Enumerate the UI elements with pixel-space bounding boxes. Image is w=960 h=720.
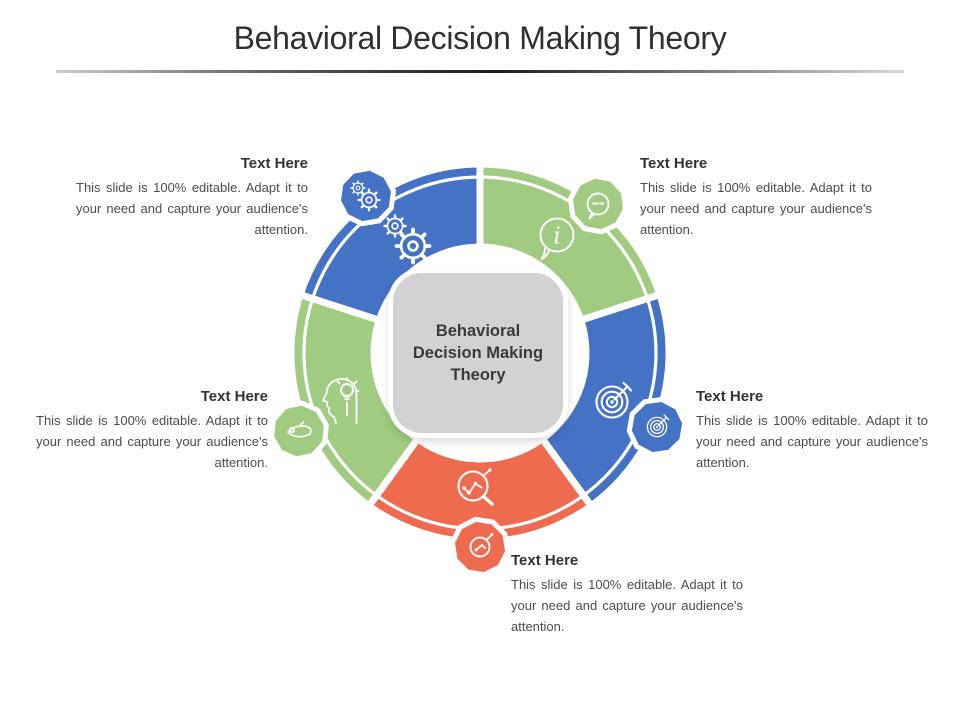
text-block-top-right: Text Here This slide is 100% editable. A… — [640, 155, 872, 240]
info-speech-bubble-icon: i — [539, 217, 575, 260]
text-block-heading: Text Here — [240, 155, 308, 172]
text-block-body: This slide is 100% editable. Adapt it to… — [36, 413, 268, 470]
text-block-top-left: Text Here This slide is 100% editable. A… — [76, 155, 308, 240]
badge-bottom — [449, 516, 511, 578]
text-block-heading: Text Here — [200, 388, 268, 405]
badge-top-left — [335, 165, 397, 227]
badge-top-right — [567, 173, 629, 235]
center-title-label: Behavioral Decision Making Theory — [412, 321, 544, 385]
title-divider — [56, 70, 904, 73]
badge-right — [626, 396, 688, 458]
sector-top-right — [476, 160, 665, 325]
sector-bottom — [364, 433, 596, 546]
chat-bubble-icon — [586, 192, 610, 220]
sector-right — [537, 290, 673, 511]
slide-title: Behavioral Decision Making Theory — [233, 20, 727, 56]
text-block-left: Text Here This slide is 100% editable. A… — [36, 388, 268, 473]
text-block-body: This slide is 100% editable. Adapt it to… — [640, 180, 872, 237]
magnifier-chart-icon — [457, 468, 494, 506]
text-block-bottom: Text Here This slide is 100% editable. A… — [511, 552, 743, 637]
center-title-box: Behavioral Decision Making Theory — [388, 268, 568, 438]
text-block-heading: Text Here — [511, 552, 579, 569]
head-idea-icon — [322, 377, 360, 424]
text-block-body: This slide is 100% editable. Adapt it to… — [511, 577, 743, 634]
text-block-heading: Text Here — [696, 388, 764, 405]
text-block-heading: Text Here — [640, 155, 708, 172]
text-block-body: This slide is 100% editable. Adapt it to… — [76, 180, 308, 237]
text-block-right: Text Here This slide is 100% editable. A… — [696, 388, 928, 473]
hand-gesture-icon — [287, 421, 312, 438]
magnifier-icon — [469, 533, 494, 558]
svg-text:i: i — [553, 224, 560, 250]
text-block-body: This slide is 100% editable. Adapt it to… — [696, 413, 928, 470]
badge-left — [269, 400, 329, 462]
